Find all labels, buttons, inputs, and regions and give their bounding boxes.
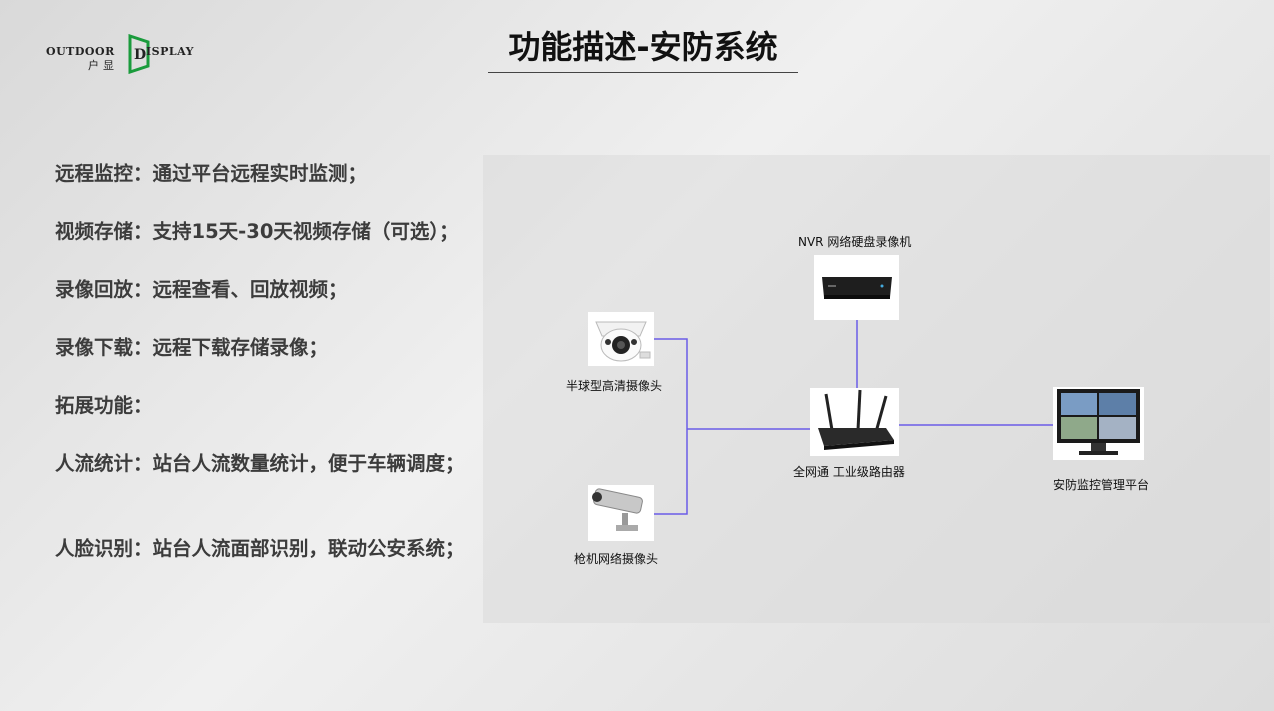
brand-logo: OUTDOOR D ISPLAY 户显 <box>46 34 206 74</box>
nvr-icon <box>822 277 892 299</box>
monitor-icon <box>1057 389 1140 455</box>
feature-extensions: 拓展功能： <box>55 392 475 419</box>
feature-label: 视频存储： <box>55 220 153 243</box>
bullet-camera-label: 枪机网络摄像头 <box>574 552 659 566</box>
feature-face-recognition: 人脸识别： 站台人流面部识别，联动公安系统； <box>55 535 475 562</box>
bullet-camera-icon <box>592 488 643 531</box>
platform-label: 安防监控管理平台 <box>1053 478 1150 492</box>
link-bullet-camera <box>654 429 688 515</box>
svg-text:D: D <box>134 47 146 63</box>
feature-remote-monitoring: 远程监控： 通过平台远程实时监测； <box>55 160 475 187</box>
feature-people-count: 人流统计： 站台人流数量统计，便于车辆调度； <box>55 450 475 477</box>
feature-desc: 通过平台远程实时监测； <box>152 162 368 185</box>
feature-label: 拓展功能： <box>55 394 153 417</box>
router-icon <box>818 389 894 450</box>
page-title: 功能描述-安防系统 <box>508 28 778 66</box>
dome-camera-label: 半球型高清摄像头 <box>566 379 663 393</box>
link-dome-camera <box>654 338 688 429</box>
logo-mark-icon: D <box>128 34 150 74</box>
feature-desc: 站台人流数量统计，便于车辆调度； <box>152 452 465 475</box>
title-underline <box>488 72 798 73</box>
feature-label: 录像下载： <box>55 336 153 359</box>
feature-desc: 站台人流面部识别，联动公安系统； <box>152 537 465 560</box>
dome-camera-icon <box>595 321 651 362</box>
nvr-label: NVR 网络硬盘录像机 <box>798 235 912 249</box>
feature-label: 人脸识别： <box>55 537 153 560</box>
feature-playback: 录像回放： 远程查看、回放视频； <box>55 276 475 303</box>
nvr-node <box>814 255 899 320</box>
platform-node <box>1053 387 1144 460</box>
router-label: 全网通 工业级路由器 <box>793 465 905 479</box>
feature-label: 录像回放： <box>55 278 153 301</box>
feature-desc: 远程下载存储录像； <box>152 336 329 359</box>
feature-desc: 支持15天-30天视频存储（可选）； <box>152 220 459 243</box>
router-node <box>810 388 899 456</box>
bullet-camera-node <box>588 485 654 541</box>
dome-camera-node <box>588 312 654 366</box>
logo-text-outdoor: OUTDOOR <box>46 45 115 58</box>
feature-desc: 远程查看、回放视频； <box>152 278 348 301</box>
feature-label: 远程监控： <box>55 162 153 185</box>
feature-video-storage: 视频存储： 支持15天-30天视频存储（可选）； <box>55 218 475 245</box>
logo-text-cn: 户显 <box>88 59 118 72</box>
logo-text-display: ISPLAY <box>146 45 194 58</box>
feature-download: 录像下载： 远程下载存储录像； <box>55 334 475 361</box>
feature-label: 人流统计： <box>55 452 153 475</box>
